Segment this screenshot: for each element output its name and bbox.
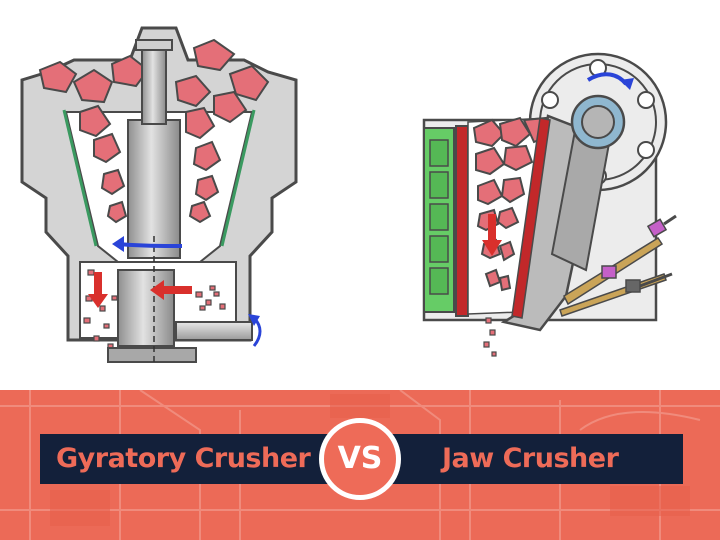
- toggle-assembly: [559, 214, 677, 317]
- jaw-flow-arrow-icon: [482, 214, 502, 256]
- factory-background: [0, 390, 720, 540]
- fixed-jaw: [423, 125, 469, 317]
- rock-feed: [38, 38, 270, 224]
- moving-jaw: [500, 94, 626, 332]
- gyratory-crusher-diagram: [20, 26, 298, 366]
- material-flow-arrow-icon: [88, 272, 192, 308]
- jaw-crusher-label: Jaw Crusher: [442, 443, 619, 474]
- vs-badge: VS: [319, 418, 401, 500]
- main-shaft: [127, 119, 181, 259]
- gyratory-crusher-label: Gyratory Crusher: [56, 443, 311, 474]
- jaw-crusher-diagram: [422, 52, 677, 357]
- drive-shaft: [175, 321, 253, 341]
